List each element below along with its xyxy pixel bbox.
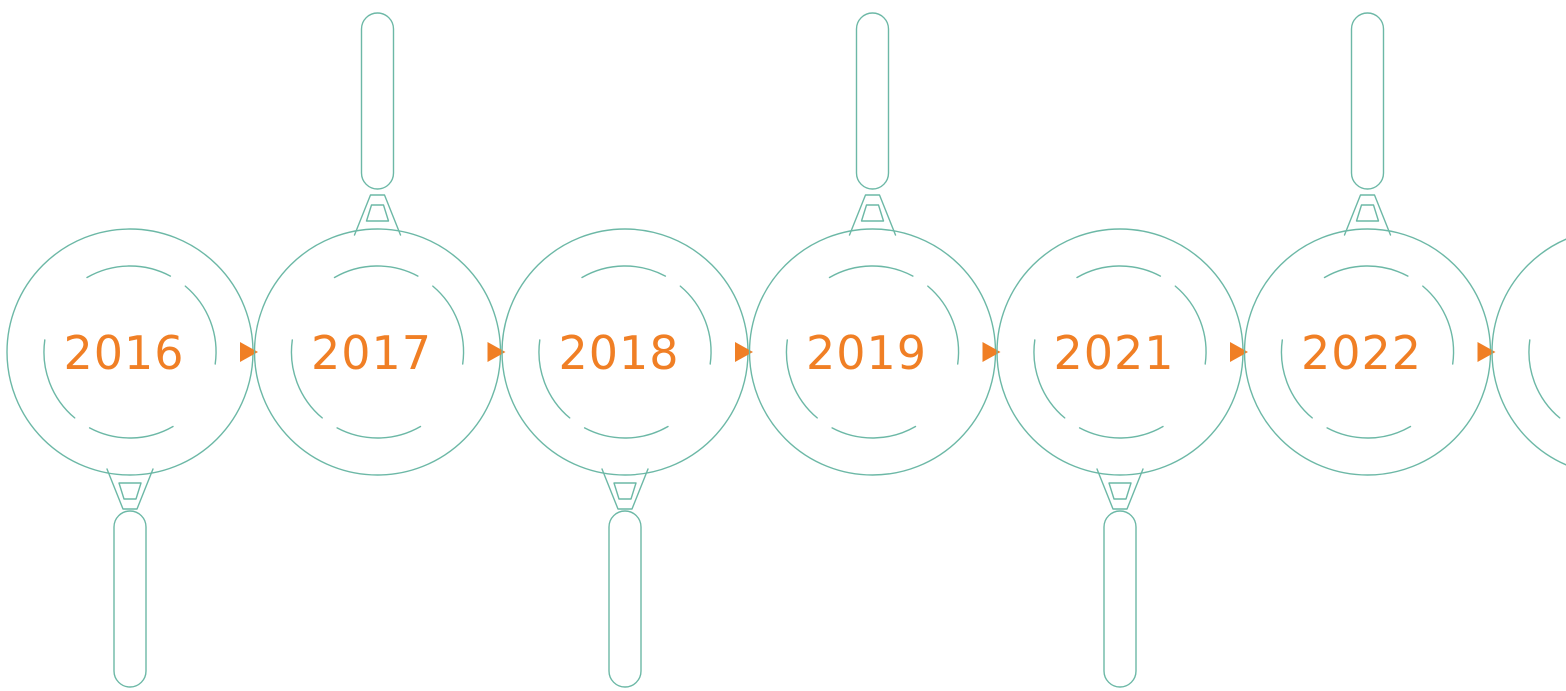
pan-handle [850, 13, 896, 235]
timeline-item: 2018 [502, 229, 753, 687]
timeline-item [1492, 229, 1566, 475]
pan-handle [602, 469, 648, 687]
pan-handle [107, 469, 153, 687]
timeline-item: 2019 [750, 13, 1001, 475]
year-label: 2018 [558, 326, 679, 380]
year-label: 2022 [1301, 326, 1422, 380]
year-label: 2017 [311, 326, 432, 380]
pan-handle [1097, 469, 1143, 687]
pan-handle [355, 13, 401, 235]
year-label: 2019 [806, 326, 927, 380]
pan-handle [1345, 13, 1391, 235]
timeline-item: 2021 [997, 229, 1248, 687]
timeline-item: 2017 [255, 13, 506, 475]
timeline-item: 2016 [7, 229, 258, 687]
frying-pan-icon [1492, 229, 1566, 475]
year-label: 2016 [63, 326, 184, 380]
timeline-item: 2022 [1245, 13, 1496, 475]
year-label: 2021 [1053, 326, 1174, 380]
